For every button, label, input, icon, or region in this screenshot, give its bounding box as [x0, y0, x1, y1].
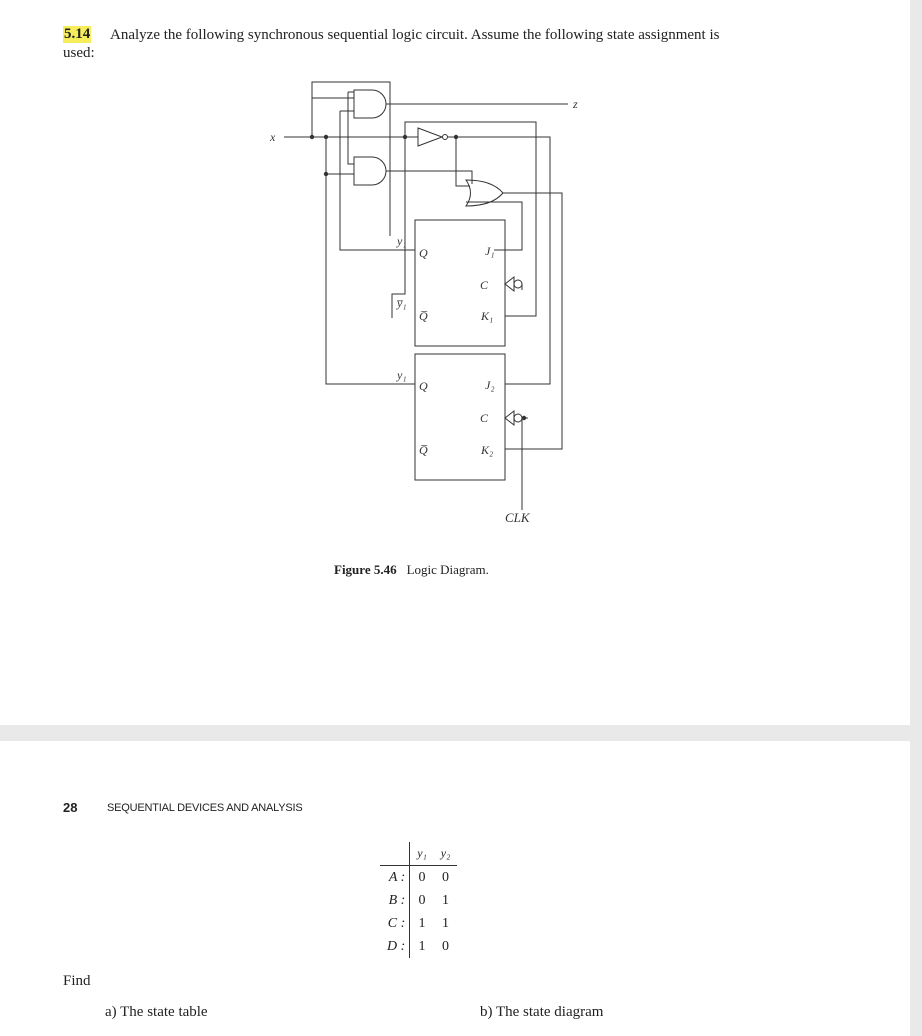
table-row: D : 1 0 [380, 935, 457, 958]
header-y2: y₂ [433, 842, 458, 866]
label-x: x [269, 130, 276, 144]
label-z: z [572, 97, 578, 111]
label-q-ff1: Q [419, 246, 428, 260]
and-gate-2 [353, 156, 387, 186]
table-row: B : 0 1 [380, 889, 457, 912]
header-y1: y₁ [409, 842, 434, 866]
label-y1-ff1: y₁ [396, 234, 407, 248]
find-label: Find [63, 973, 91, 989]
label-c1: C [480, 278, 489, 292]
label-qbar-ff1: Q̅ [419, 309, 428, 323]
label-j2: J₂ [485, 378, 495, 392]
label-y1bar: y̅₁ [396, 296, 407, 310]
running-header: SEQUENTIAL DEVICES AND ANALYSIS [107, 802, 303, 814]
flipflop-1 [414, 219, 506, 347]
page-number: 28 [63, 800, 78, 815]
problem-number: 5.14 [63, 26, 92, 43]
page-2 [0, 741, 910, 1036]
label-y1-ff2: y₁ [396, 368, 407, 382]
label-qbar-ff2: Q̅ [419, 443, 428, 457]
or-gate [465, 179, 504, 207]
caption-label: Figure 5.46 [334, 562, 397, 577]
label-j1: J₁ [485, 244, 495, 258]
not-gate [417, 127, 444, 147]
table-row: A : 0 0 [380, 865, 457, 889]
question-a: a) The state table [105, 1004, 208, 1020]
next-problem-fragment: 5.15 In the following sequential circuit… [63, 1028, 483, 1036]
label-c2: C [480, 411, 489, 425]
figure-caption: Figure 5.46 Logic Diagram. [334, 562, 489, 578]
problem-text: Analyze the following synchronous sequen… [110, 27, 720, 43]
label-k1: K₁ [480, 309, 493, 323]
caption-text: Logic Diagram. [406, 562, 489, 577]
state-assignment-table: y₁ y₂ A : 0 0 B : 0 1 C : 1 1 D : 1 0 [380, 842, 458, 958]
flipflop-2 [414, 353, 506, 481]
problem-text-cont: used: [63, 45, 95, 61]
label-k2: K₂ [480, 443, 493, 457]
question-b: b) The state diagram [480, 1004, 604, 1020]
page-1 [0, 0, 910, 725]
and-gate-1 [353, 89, 387, 119]
label-clk: CLK [505, 510, 531, 525]
label-q-ff2: Q [419, 379, 428, 393]
logic-diagram: x z y₁ y̅₁ Q Q̅ J₁ C K₁ y₁ Q Q̅ J₂ C K₂ … [269, 81, 578, 525]
table-row: C : 1 1 [380, 912, 457, 935]
